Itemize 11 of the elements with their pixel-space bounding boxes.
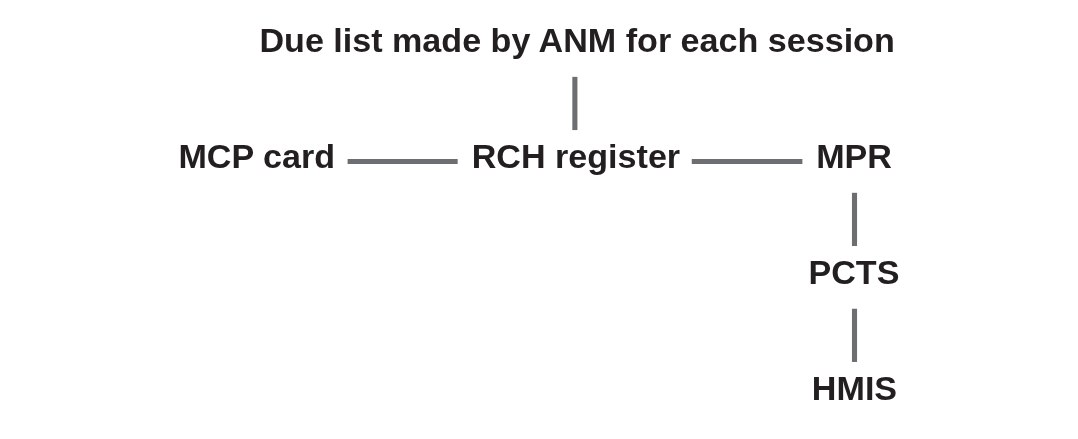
node-text: MPR <box>815 137 892 176</box>
connector <box>851 308 857 362</box>
node-text: PCTS <box>807 253 899 292</box>
node-text: HMIS <box>811 369 897 408</box>
node-text: MCP card <box>177 137 335 176</box>
connector <box>691 158 802 165</box>
node-text: Due list made by ANM for each session <box>258 21 895 60</box>
connector <box>571 76 577 131</box>
connector <box>347 158 458 165</box>
node-text: RCH register <box>471 137 680 176</box>
connector <box>851 192 857 246</box>
